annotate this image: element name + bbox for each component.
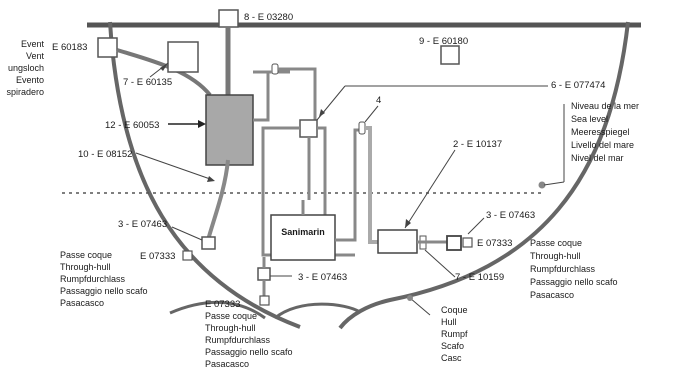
vent-label-de: ungsloch <box>8 63 44 73</box>
sea-level-es: Nivel del mar <box>571 153 624 163</box>
valve-3-right-code: 3 - E 07463 <box>486 210 535 221</box>
tank-outlet-pipe <box>253 70 290 122</box>
th-right-fr: Passe coque <box>530 238 582 248</box>
hull-bottom-code: E 07333 <box>205 299 240 310</box>
sanimarin-label: Sanimarin <box>281 227 325 237</box>
th-right-de: Rumpfdurchlass <box>530 264 596 274</box>
vent-code: E 60183 <box>52 42 87 53</box>
filter-box <box>167 41 199 73</box>
filter-7-code: 7 - E 60135 <box>123 77 172 88</box>
hull-marker <box>407 295 413 301</box>
sea-level-en: Sea level <box>571 114 608 124</box>
sea-level-labels: Niveau de la mer Sea level Meeresspiegel… <box>571 101 639 163</box>
keel-right <box>274 302 361 320</box>
hose-10-leader <box>135 152 214 181</box>
tee-fitting-6 <box>299 119 318 138</box>
hose-10-code: 10 - E 08152 <box>78 149 132 160</box>
through-hull-right <box>462 237 473 248</box>
th-left-de: Rumpfdurchlass <box>60 274 126 284</box>
coupling-7-code: 7 - E 10159 <box>455 272 504 283</box>
tank-arrow-head <box>198 120 206 128</box>
through-hull-right-labels: Passe coque Through-hull Rumpfdurchlass … <box>530 238 618 300</box>
fitting-8-code: 8 - E 03280 <box>244 12 293 23</box>
sanimarin-unit <box>270 214 336 261</box>
holding-tank <box>205 94 254 166</box>
hull-es: Casc <box>441 353 462 363</box>
pump-2 <box>377 229 418 254</box>
filter-arrow <box>160 63 168 71</box>
sea-level-de: Meeresspiegel <box>571 127 630 137</box>
vent-fitting <box>97 37 118 58</box>
vent-label-en: Vent <box>26 51 45 61</box>
hull-right-code: E 07333 <box>477 238 512 249</box>
th-left-it: Passaggio nello scafo <box>60 286 148 296</box>
pump-arrow <box>405 219 411 228</box>
inline-valve-top <box>271 63 279 75</box>
box-9-code: 9 - E 60180 <box>419 36 468 47</box>
hull-fr: Coque <box>441 305 468 315</box>
hull-en: Hull <box>441 317 457 327</box>
fitting-4-leader <box>364 105 379 123</box>
tee-right-pipe <box>317 126 355 257</box>
toilet-to-pump-pipe <box>335 128 362 242</box>
tee-left-pipe <box>261 126 300 257</box>
left-hose <box>206 159 230 241</box>
valve-3-bottom <box>257 267 271 281</box>
coupling-7-leader <box>424 249 456 278</box>
valve-3-left-code: 3 - E 07463 <box>118 219 167 230</box>
hull-outline-left <box>108 21 301 329</box>
hull-left-code: E 07333 <box>140 251 175 262</box>
th-bottom-en: Through-hull <box>205 323 256 333</box>
deck-fitting-8 <box>218 9 239 28</box>
valve-3-right <box>446 235 462 251</box>
fitting-4 <box>358 121 366 135</box>
through-hull-left <box>182 250 193 261</box>
hull-labels: Coque Hull Rumpf Scafo Casc <box>441 305 468 363</box>
pump-intake-pipe <box>365 126 378 244</box>
th-right-it: Passaggio nello scafo <box>530 277 618 287</box>
fitting-4-code: 4 <box>376 95 381 106</box>
pump-leader <box>404 149 456 229</box>
pump-2-code: 2 - E 10137 <box>453 139 502 150</box>
valve-3-bottom-code: 3 - E 07463 <box>298 272 347 283</box>
hose-10-arrow <box>207 176 215 182</box>
valve-3-left <box>201 236 216 250</box>
th-left-es: Pasacasco <box>60 298 104 308</box>
tee-6-code: 6 - E 077474 <box>551 80 605 91</box>
th-bottom-es: Pasacasco <box>205 359 249 369</box>
hull-it: Scafo <box>441 341 464 351</box>
th-bottom-de: Rumpfdurchlass <box>205 335 271 345</box>
th-left-en: Through-hull <box>60 262 111 272</box>
th-bottom-fr: Passe coque <box>205 311 257 321</box>
th-right-en: Through-hull <box>530 251 581 261</box>
hull-leader <box>409 297 431 316</box>
valve-3-left-leader <box>171 226 203 241</box>
sea-level-marker <box>538 181 546 189</box>
sea-level-fr: Niveau de la mer <box>571 101 639 111</box>
deck-box-9 <box>440 45 460 65</box>
sea-level-leader-b <box>543 181 565 186</box>
through-hull-left-labels: Passe coque Through-hull Rumpfdurchlass … <box>60 250 148 308</box>
vent-label-es: spiradero <box>6 87 44 97</box>
hull-outline-right <box>338 21 630 330</box>
vent-label-fr: Event <box>21 39 45 49</box>
tank-12-code: 12 - E 60053 <box>105 120 159 131</box>
th-bottom-it: Passaggio nello scafo <box>205 347 293 357</box>
th-left-fr: Passe coque <box>60 250 112 260</box>
vent-loop-pipe <box>253 67 317 120</box>
sea-level-it: Livello del mare <box>571 140 634 150</box>
through-hull-bottom <box>259 295 270 306</box>
hull-de: Rumpf <box>441 329 468 339</box>
fitting-6-arrow <box>319 109 325 117</box>
vent-label-it: Evento <box>16 75 44 85</box>
valve-3-right-leader <box>467 217 485 235</box>
keel-left <box>169 300 266 320</box>
through-hull-bottom-labels: Passe coque Through-hull Rumpfdurchlass … <box>205 311 293 369</box>
th-right-es: Pasacasco <box>530 290 574 300</box>
vent-labels: Event Vent ungsloch Evento spiradero <box>6 39 44 97</box>
